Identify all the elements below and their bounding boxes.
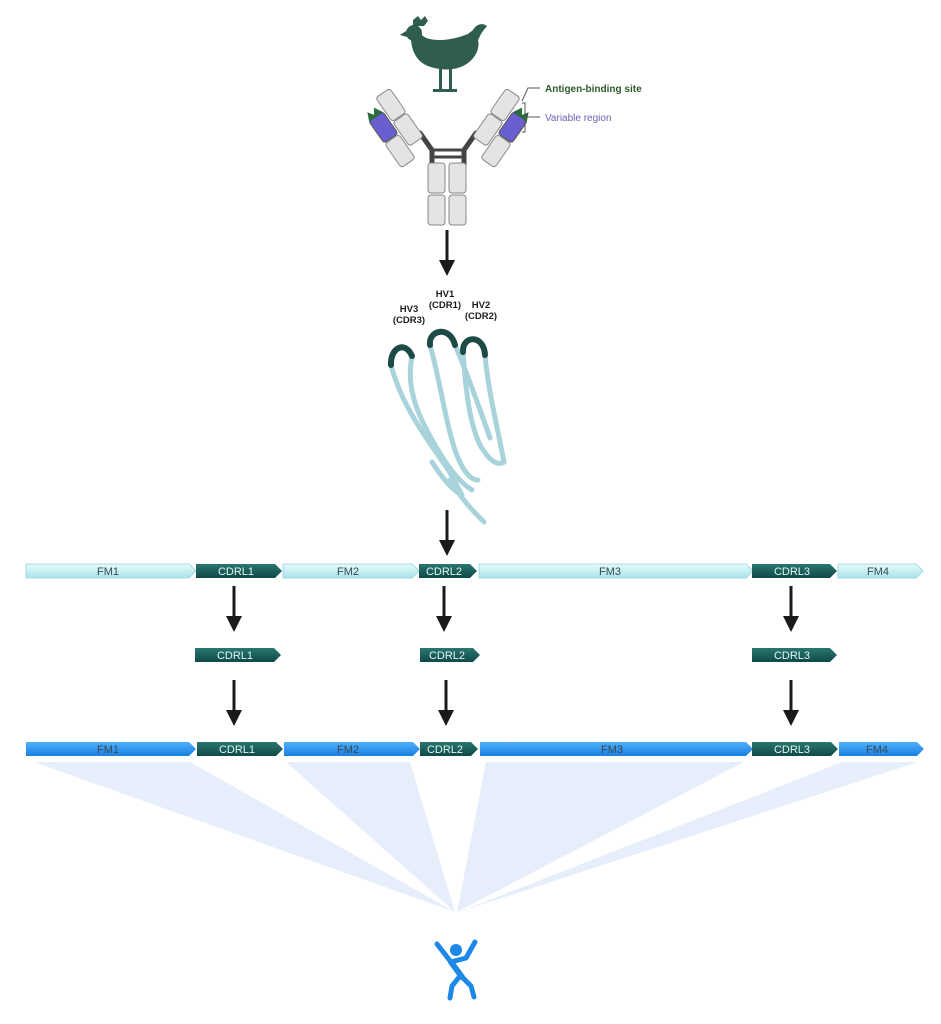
extracted-cdrl1	[195, 648, 281, 662]
variable-region-label: Variable region	[545, 113, 612, 124]
arrow-fold-to-sequence	[439, 510, 455, 556]
chicken-cdrl2-label: CDRL2	[426, 566, 462, 578]
human-fm4-label: FM4	[866, 744, 888, 756]
chicken-cdrl1	[196, 564, 282, 578]
hv3-label: HV3	[400, 304, 418, 315]
human-cdrl3	[752, 742, 838, 756]
cdr1-label: (CDR1)	[429, 300, 461, 311]
extracted-cdrl1-label: CDRL1	[217, 650, 253, 662]
chicken-fm1-label: FM1	[97, 566, 119, 578]
extracted-cdrl2	[420, 648, 480, 662]
chicken-fm3-label: FM3	[599, 566, 621, 578]
extracted-cdrl3	[752, 648, 837, 662]
arrow-antibody-to-fold	[439, 230, 455, 276]
cdr2-label: (CDR2)	[465, 311, 497, 322]
human-cdrl3-label: CDRL3	[774, 744, 810, 756]
human-fm2-label: FM2	[337, 744, 359, 756]
convergence-beams	[34, 762, 918, 912]
antigen-binding-site-label: Antigen-binding site	[545, 84, 642, 95]
hv2-label: HV2	[472, 300, 490, 311]
human-fm1-label: FM1	[97, 744, 119, 756]
chicken-fm2-label: FM2	[337, 566, 359, 578]
arrows-graft	[226, 680, 799, 726]
chicken-sequence-bar: FM1 CDRL1 FM2 CDRL2 FM3 CDRL3 FM4	[25, 563, 924, 579]
human-figure-icon	[434, 939, 478, 1001]
human-cdrl1	[197, 742, 283, 756]
hinge-region	[417, 130, 479, 168]
extracted-cdrl3-label: CDRL3	[774, 650, 810, 662]
extracted-cdrl2-label: CDRL2	[429, 650, 465, 662]
left-arm	[367, 88, 423, 168]
chicken-cdrl3-label: CDRL3	[774, 566, 810, 578]
chicken-icon	[400, 16, 487, 92]
cdr3-label: (CDR3)	[393, 315, 425, 326]
antibody	[367, 88, 529, 226]
variable-domain-fold	[388, 328, 507, 525]
hv-labels: HV3 (CDR3) HV1 (CDR1) HV2 (CDR2)	[393, 289, 497, 326]
human-fm4	[839, 742, 924, 756]
human-fm3-label: FM3	[601, 744, 623, 756]
human-cdrl1-label: CDRL1	[219, 744, 255, 756]
human-cdrl2	[420, 742, 478, 756]
left-antigen-binding-site	[367, 107, 384, 122]
antigen-bracket	[521, 87, 540, 133]
chicken-fm3	[478, 563, 754, 579]
chicken-cdrl2	[419, 564, 477, 578]
fc-region	[427, 162, 467, 226]
human-fm1	[26, 742, 196, 756]
chicken-cdrl1-label: CDRL1	[218, 566, 254, 578]
chicken-fm1	[25, 563, 197, 579]
chicken-fm4	[837, 563, 924, 579]
hv1-label: HV1	[436, 289, 455, 300]
extracted-cdrs: CDRL1 CDRL2 CDRL3	[195, 648, 837, 662]
chicken-cdrl3	[752, 564, 837, 578]
chicken-fm4-label: FM4	[867, 566, 889, 578]
chicken-fm2	[282, 563, 420, 579]
human-fm2	[284, 742, 420, 756]
human-fm3	[480, 742, 753, 756]
humanized-sequence-bar: FM1 CDRL1 FM2 CDRL2 FM3 CDRL3 FM4	[26, 742, 924, 756]
arrows-extract	[226, 586, 799, 632]
human-cdrl2-label: CDRL2	[427, 744, 463, 756]
